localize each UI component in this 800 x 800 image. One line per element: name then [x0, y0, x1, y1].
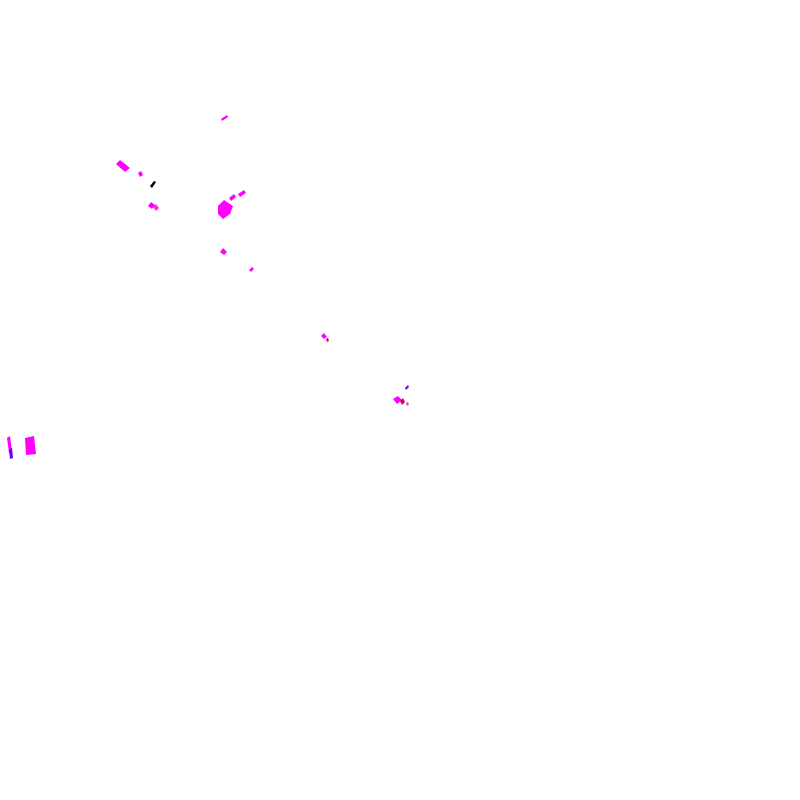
- fragment: [220, 248, 227, 255]
- fragment: [153, 204, 159, 211]
- fragment: [400, 398, 405, 405]
- fragment: [393, 396, 402, 404]
- fragment: [229, 194, 236, 201]
- fragment: [218, 200, 233, 219]
- fragment: [249, 267, 254, 272]
- fragment: [221, 115, 228, 121]
- fragment: [150, 181, 156, 188]
- fragment: [321, 333, 327, 339]
- fragment: [9, 448, 13, 459]
- fragment: [405, 385, 409, 390]
- fragment: [326, 338, 329, 342]
- fragment: [406, 402, 409, 406]
- fragment: [7, 436, 12, 453]
- fragment: [25, 436, 36, 455]
- fragment: [238, 190, 246, 197]
- fragment: [138, 171, 143, 177]
- fragment: [116, 160, 130, 172]
